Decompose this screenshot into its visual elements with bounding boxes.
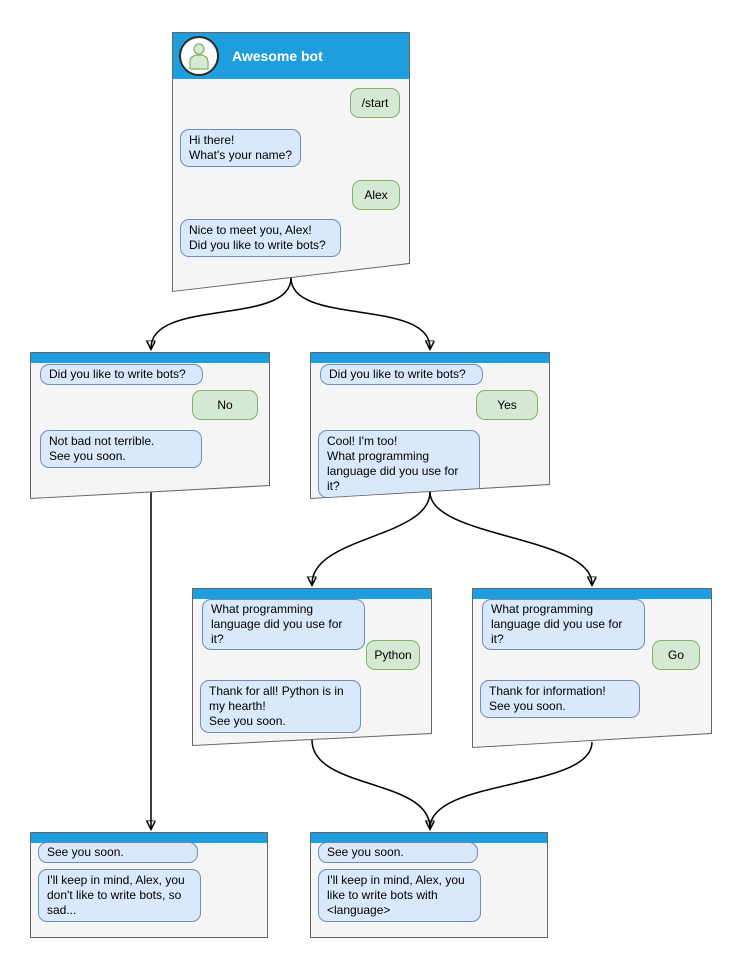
window-title: Awesome bot <box>232 48 323 64</box>
chat-window-final-no: See you soon. I'll keep in mind, Alex, y… <box>30 832 268 938</box>
chat-window-go-branch: What programming language did you use fo… <box>472 588 712 748</box>
user-message-bubble: No <box>192 390 258 420</box>
titlebar <box>193 589 431 599</box>
user-message-bubble: Python <box>366 640 420 670</box>
titlebar <box>311 833 547 843</box>
bot-message-bubble: See you soon. <box>318 842 478 863</box>
connector-python-to-final <box>311 739 430 828</box>
bot-message-bubble: What programming language did you use fo… <box>202 599 365 650</box>
chat-window-final-yes: See you soon. I'll keep in mind, Alex, y… <box>310 832 548 938</box>
bot-message-bubble: Did you like to write bots? <box>320 364 483 385</box>
connector-yes-to-go <box>429 491 592 584</box>
chat-window-python-branch: What programming language did you use fo… <box>192 588 432 746</box>
person-icon <box>189 43 209 70</box>
connector-yes-to-python <box>312 491 431 584</box>
chat-window-main: Awesome bot /start Hi there! What's your… <box>172 32 410 292</box>
bot-message-bubble: What programming language did you use fo… <box>482 599 645 650</box>
bot-message-bubble: Did you like to write bots? <box>40 364 203 385</box>
bot-message-bubble: Not bad not terrible. See you soon. <box>40 430 202 468</box>
user-message-bubble: Go <box>652 640 700 670</box>
titlebar <box>473 589 711 599</box>
connector-go-to-final <box>429 741 593 829</box>
titlebar <box>311 353 549 363</box>
titlebar <box>31 833 267 843</box>
bot-avatar <box>179 36 219 76</box>
bot-message-bubble: Cool! I'm too! What programming language… <box>318 430 480 498</box>
titlebar <box>31 353 269 363</box>
chat-window-yes-branch: Did you like to write bots? Yes Cool! I'… <box>310 352 550 499</box>
bot-message-bubble: Nice to meet you, Alex! Did you like to … <box>180 219 341 257</box>
bot-message-bubble: Thank for information! See you soon. <box>480 680 640 718</box>
main-titlebar: Awesome bot <box>173 33 409 79</box>
chat-window-no-branch: Did you like to write bots? No Not bad n… <box>30 352 270 499</box>
user-message-bubble: Yes <box>476 390 538 420</box>
bot-message-bubble: See you soon. <box>38 842 198 863</box>
user-message-bubble: Alex <box>352 180 400 210</box>
bot-message-bubble: I'll keep in mind, Alex, you don't like … <box>38 869 201 922</box>
bot-message-bubble: Thank for all! Python is in my hearth! S… <box>200 680 361 733</box>
bot-message-bubble: Hi there! What's your name? <box>180 129 301 167</box>
connector-main-to-yes <box>290 277 430 348</box>
bot-message-bubble: I'll keep in mind, Alex, you like to wri… <box>318 869 481 922</box>
user-message-bubble: /start <box>350 88 400 118</box>
